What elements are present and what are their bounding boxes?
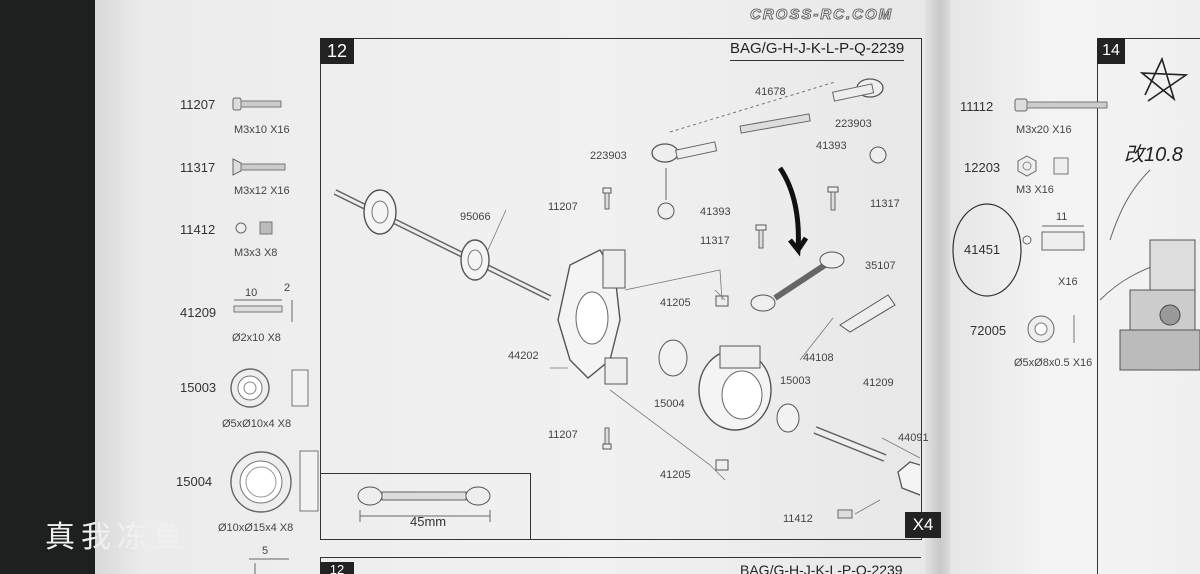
part-code-11112: 11112 [960, 99, 994, 114]
part-code-41451: 41451 [964, 242, 1001, 257]
axle-part [333, 189, 552, 301]
part-spec-12203: M3 X16 [1016, 184, 1054, 196]
spacer-icon-41451 [1022, 225, 1085, 251]
part-spec-41451: X16 [1058, 276, 1078, 288]
callout-35107: 35107 [865, 260, 896, 272]
part-spec-11112: M3x20 X16 [1016, 124, 1072, 136]
knuckle-part [557, 249, 628, 385]
nut-icon-12203 [1017, 155, 1069, 177]
callout-95066: 95066 [460, 211, 491, 223]
bag-label: BAG/G-H-J-K-L-P-Q-2239 [730, 40, 905, 61]
step-frame [320, 38, 922, 540]
steering-link [750, 251, 896, 333]
pin-icon-41209 [233, 299, 293, 322]
screw-icon-11112 [1014, 98, 1108, 112]
part-spec-15003: Ø5xØ10x4 X8 [222, 418, 292, 430]
bottom-bag-label: BAG/G-H-J-K-L-P-Q-2239 [740, 562, 903, 574]
step-number: 12 [320, 38, 354, 64]
part-code-41209: 41209 [180, 305, 217, 320]
handwritten-star [1140, 56, 1189, 102]
carrier-part [658, 339, 800, 433]
screw-icon-11207 [232, 97, 282, 111]
callout-11207-bottom: 11207 [548, 429, 578, 441]
link-length-label: 45mm [410, 514, 447, 529]
bottom-step-number: 12 [320, 562, 354, 574]
pin-length-dim: 10 [245, 287, 258, 299]
exploded-diagram [333, 78, 920, 519]
screws [602, 186, 839, 471]
highlight-circle [952, 203, 1022, 297]
direction-arrow [777, 166, 809, 257]
part-spec-72005: Ø5xØ8x0.5 X16 [1014, 357, 1093, 369]
next-step-number: 14 [1097, 38, 1125, 64]
part-code-11412: 11412 [180, 222, 216, 237]
part-spec-11412: M3x3 X8 [234, 247, 278, 259]
part-code-15004: 15004 [176, 474, 213, 489]
callout-41393-left: 41393 [700, 206, 731, 218]
part-code-11207: 11207 [180, 97, 216, 112]
part-spec-41209: Ø2x10 X8 [232, 332, 281, 344]
part-code-11317: 11317 [180, 160, 216, 175]
leader-lines [487, 209, 920, 515]
callout-41209: 41209 [863, 377, 894, 389]
part-spec-11207: M3x10 X16 [234, 124, 290, 136]
link-length-inset [320, 473, 531, 539]
watermark: 真我冻鱼 [45, 520, 189, 555]
bearing-icon-15004 [230, 450, 319, 513]
callout-11317-left: 11317 [700, 235, 730, 247]
pin-diameter-dim: 2 [284, 282, 291, 294]
callout-44202: 44202 [508, 350, 539, 362]
brand-logo: CROSS-RC.COM [749, 6, 894, 24]
washer-icon-72005 [1027, 315, 1075, 343]
callout-11317-right: 11317 [870, 198, 900, 210]
part-spec-15004: Ø10xØ15x4 X8 [218, 522, 294, 534]
callout-41678: 41678 [755, 86, 786, 98]
next-step-frame [1097, 38, 1200, 574]
callout-223903-left: 223903 [590, 150, 627, 162]
callout-15004: 15004 [654, 398, 685, 410]
part-code-12203: 12203 [964, 160, 1001, 175]
grub-screw-icon-11412 [235, 221, 273, 235]
callout-41205-top: 41205 [660, 297, 691, 309]
bottom-dim-line [249, 558, 289, 574]
callout-15003: 15003 [780, 375, 811, 387]
part-code-72005: 72005 [970, 323, 1007, 338]
callout-41393-right: 41393 [816, 140, 847, 152]
callout-41205-bottom: 41205 [660, 469, 691, 481]
callout-44108: 44108 [803, 352, 834, 364]
part-spec-11317: M3x12 X16 [234, 185, 290, 197]
upper-linkage [651, 78, 887, 220]
callout-44091: 44091 [898, 432, 929, 444]
chassis-sketch [1119, 239, 1200, 371]
callout-223903-right: 223903 [835, 118, 872, 130]
bearing-icon-15003 [230, 368, 309, 408]
part-code-15003: 15003 [180, 380, 217, 395]
callout-11207-top: 11207 [548, 201, 578, 213]
screw-icon-11317 [232, 158, 286, 176]
multiplier-badge: X4 [905, 512, 941, 538]
stub-axle [813, 426, 920, 519]
spacer-length-dim: 11 [1056, 211, 1068, 223]
link-length-diagram [357, 486, 491, 522]
callout-11412: 11412 [783, 513, 813, 525]
handwritten-note: 改10.8 [1124, 144, 1183, 166]
bottom-dim: 5 [262, 545, 269, 557]
